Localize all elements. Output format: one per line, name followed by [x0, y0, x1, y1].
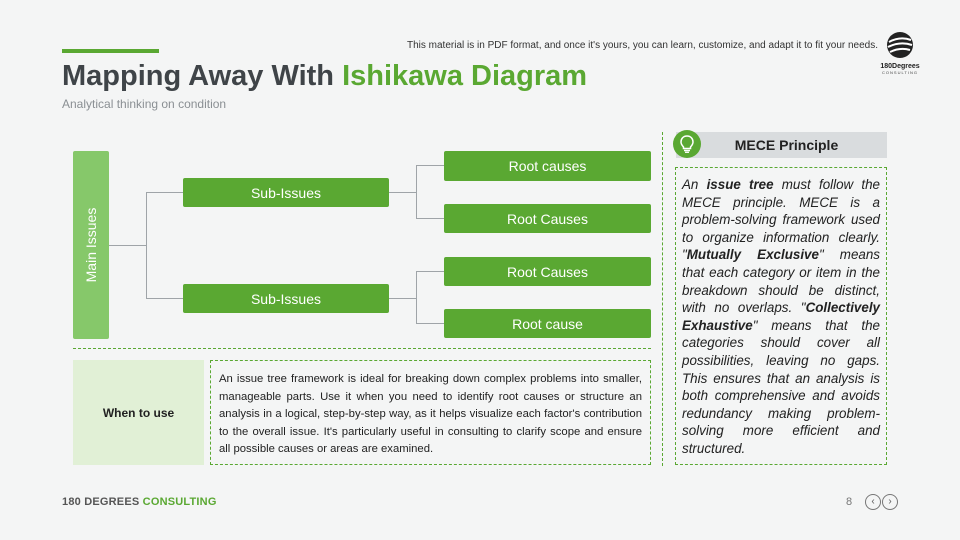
- page-number: 8: [846, 496, 853, 508]
- connector-sub-2: [146, 298, 183, 299]
- mece-bold-issue-tree: issue tree: [706, 177, 774, 192]
- when-to-use-description: An issue tree framework is ideal for bre…: [219, 373, 642, 456]
- sub-issue-box-2: Sub-Issues: [183, 284, 389, 313]
- when-to-use-divider: [73, 348, 651, 349]
- mece-text-2: must follow the MECE principle. MECE is …: [682, 177, 881, 263]
- when-to-use-box: An issue tree framework is ideal for bre…: [210, 360, 651, 465]
- mece-title: MECE Principle: [734, 137, 839, 153]
- mece-text-1: An: [682, 177, 707, 192]
- root-cause-box-4: Root cause: [444, 309, 651, 338]
- lightbulb-icon: [673, 130, 701, 158]
- prev-page-button[interactable]: ‹: [865, 494, 881, 510]
- root-cause-box-3: Root Causes: [444, 257, 651, 286]
- chevron-left-icon: ‹: [871, 496, 875, 507]
- mece-text-3: " means that each category or item in th…: [682, 247, 880, 316]
- globe-icon: [887, 32, 913, 58]
- footer-brand-part-2: CONSULTING: [142, 496, 217, 508]
- connector-root-2: [416, 218, 444, 219]
- mece-text-4: " means that the categories should cover…: [682, 317, 880, 456]
- title-part-2: Ishikawa Diagram: [342, 60, 588, 92]
- logo-subtext: CONSULTING: [882, 70, 918, 75]
- page-title: Mapping Away With Ishikawa Diagram: [62, 60, 587, 93]
- mece-bold-collectively-exhaustive: Collectively Exhaustive: [682, 300, 880, 333]
- main-issues-label: Main Issues: [83, 207, 99, 283]
- format-notice: This material is in PDF format, and once…: [407, 40, 879, 51]
- connector-root-4: [416, 323, 444, 324]
- connector-sub-2-out: [389, 298, 416, 299]
- connector-main: [109, 245, 146, 246]
- mece-description-box: An issue tree must follow the MECE princ…: [675, 167, 887, 465]
- connector-main-vertical: [146, 192, 147, 298]
- chevron-right-icon: ›: [888, 496, 892, 507]
- connector-sub-2-vertical: [416, 271, 417, 324]
- brand-logo: 180Degrees CONSULTING: [874, 30, 926, 82]
- root-cause-box-1: Root causes: [444, 151, 651, 181]
- connector-root-1: [416, 165, 444, 166]
- connector-sub-1: [146, 192, 183, 193]
- sub-issue-box-1: Sub-Issues: [183, 178, 389, 207]
- connector-sub-1-vertical: [416, 165, 417, 219]
- when-to-use-label: When to use: [73, 360, 204, 465]
- mece-bold-mutually-exclusive: Mutually Exclusive: [686, 247, 819, 263]
- root-cause-box-2: Root Causes: [444, 204, 651, 233]
- connector-root-3: [416, 271, 444, 272]
- top-accent-bar: [62, 49, 159, 53]
- title-part-1: Mapping Away With: [62, 60, 343, 92]
- next-page-button[interactable]: ›: [882, 494, 898, 510]
- main-issues-box: Main Issues: [73, 151, 109, 339]
- page-subtitle: Analytical thinking on condition: [62, 97, 227, 111]
- mece-description: An issue tree must follow the MECE princ…: [682, 176, 880, 458]
- mece-header: MECE Principle: [676, 132, 887, 158]
- footer-brand: 180 DEGREES CONSULTING: [62, 496, 217, 508]
- logo-text: 180Degrees: [880, 63, 920, 70]
- footer-brand-part-1: 180 DEGREES: [62, 496, 143, 508]
- connector-sub-1-out: [389, 192, 416, 193]
- mece-divider: [662, 132, 663, 466]
